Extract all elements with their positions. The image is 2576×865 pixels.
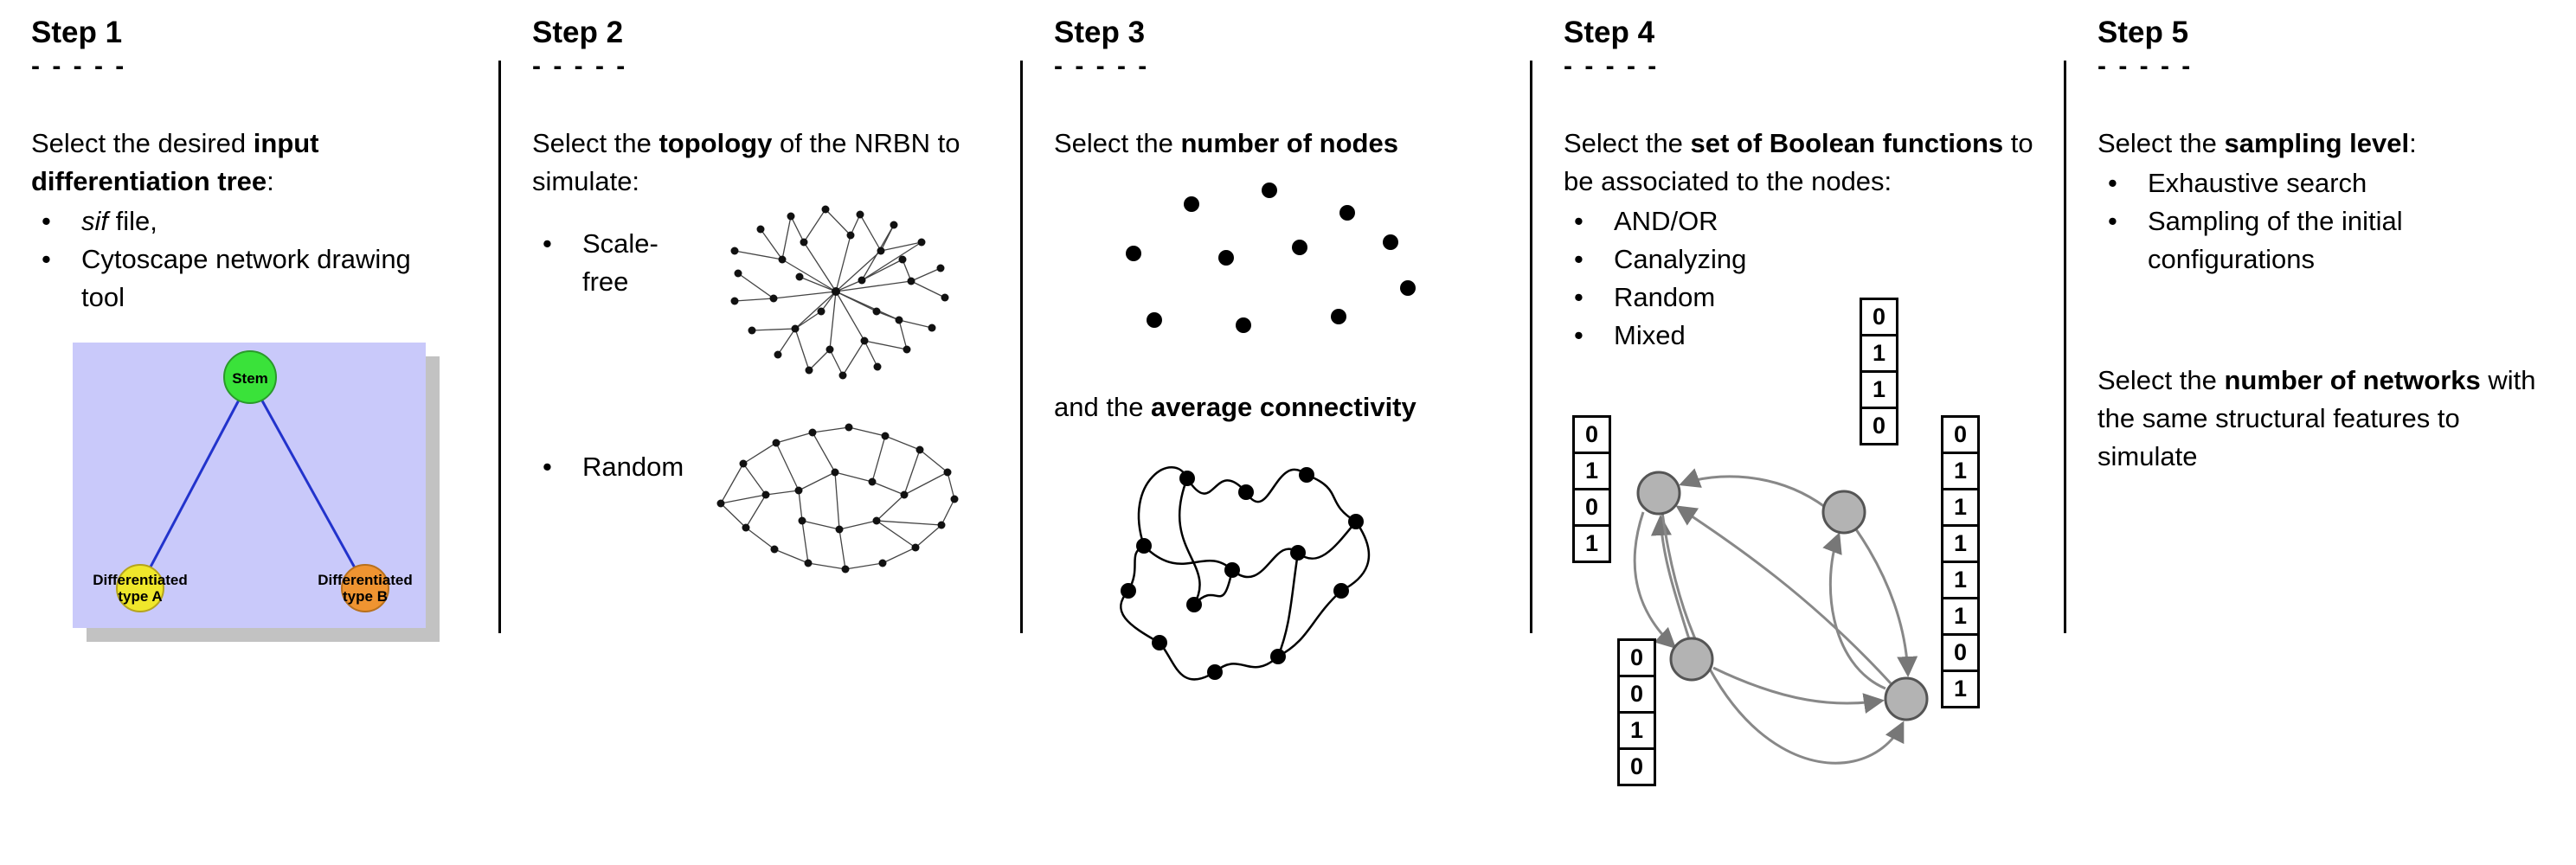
boolean-network-arrows: [1633, 468, 1918, 765]
network-node-c: [1669, 637, 1714, 682]
step-1-dashed-underline: - - - - -: [31, 52, 127, 80]
step-1-title: Step 1: [31, 16, 123, 49]
differentiation-tree-figure: Stem Differentiated type A Differentiate…: [31, 343, 474, 647]
truth-table-cell: 0: [1572, 488, 1611, 528]
truth-table-left: 0 1 0 1: [1572, 415, 1611, 564]
differentiation-tree-svg: Stem Differentiated type A Differentiate…: [73, 343, 440, 643]
step-4-instruction: Select the set of Boolean functions to b…: [1564, 128, 2033, 197]
network-node-b: [1821, 490, 1866, 535]
truth-table-cell: 1: [1941, 488, 1980, 528]
type-b-label-line1: Differentiated: [318, 572, 413, 588]
truth-table-bottom: 0 0 1 0: [1617, 638, 1656, 787]
step-1-panel: Step 1 - - - - - Select the desired inpu…: [0, 0, 498, 647]
type-a-label-line1: Differentiated: [93, 572, 188, 588]
step-2-instruction: Select the topology of the NRBN to simul…: [532, 128, 960, 197]
truth-table-cell: 1: [1941, 452, 1980, 491]
option-scale-free: Scale-free: [532, 225, 702, 301]
divider-3: [1530, 61, 1532, 633]
step-5-dashed-underline: - - - - -: [2097, 52, 2194, 80]
boolean-network-svg: [1633, 468, 1929, 765]
truth-table-cell: 1: [1617, 711, 1656, 751]
truth-table-cell: 0: [1941, 415, 1980, 455]
truth-table-cell: 1: [1860, 334, 1898, 374]
truth-table-cell: 1: [1941, 561, 1980, 600]
type-a-node: [116, 564, 164, 613]
network-node-d: [1884, 676, 1929, 721]
option-sampling-initial-configurations: Sampling of the initial configurations: [2097, 202, 2552, 279]
scale-free-nodes: [730, 205, 949, 380]
option-cytoscape: Cytoscape network drawing tool: [31, 240, 474, 317]
step-3-instruction-nodes: Select the number of nodes: [1054, 128, 1398, 158]
option-random: Random: [532, 448, 702, 486]
topology-option-random: Random: [532, 398, 996, 587]
step-4-panel: Step 4 - - - - - Select the set of Boole…: [1532, 0, 2064, 865]
scattered-nodes-figure: [1126, 183, 1416, 334]
type-b-label-line2: type B: [343, 588, 388, 605]
option-random-functions: Random: [1564, 279, 2040, 317]
truth-table-cell: 1: [1572, 524, 1611, 564]
divider-2: [1020, 61, 1023, 633]
step-1-options: sif file, Cytoscape network drawing tool: [31, 202, 474, 317]
truth-table-cell: 0: [1860, 298, 1898, 337]
network-node-a: [1636, 471, 1681, 516]
boolean-network-figure: 0 1 1 0 0 1 0 1 0 0 1 0 0 1 1 1: [1569, 294, 2010, 865]
truth-table-cell: 0: [1617, 747, 1656, 787]
truth-table-cell: 0: [1617, 675, 1656, 714]
truth-table-cell: 0: [1941, 633, 1980, 673]
step-5-options: Exhaustive search Sampling of the initia…: [2097, 164, 2552, 279]
truth-table-cell: 1: [1941, 524, 1980, 564]
step-2-dashed-underline: - - - - -: [532, 52, 628, 80]
truth-table-cell: 1: [1572, 452, 1611, 491]
step-3-title: Step 3: [1054, 16, 1146, 49]
stem-node-label: Stem: [232, 370, 268, 387]
random-edges: [720, 426, 955, 570]
step-5-instruction-sampling: Select the sampling level:: [2097, 128, 2417, 158]
option-and-or: AND/OR: [1564, 202, 2040, 240]
divider-4: [2064, 61, 2066, 633]
truth-table-cell: 1: [1860, 370, 1898, 410]
step-3-panel: Step 3 - - - - - Select the number of no…: [1023, 0, 1530, 702]
scattered-nodes: [1126, 183, 1416, 334]
truth-table-cell: 1: [1941, 597, 1980, 637]
type-a-label-line2: type A: [118, 588, 162, 605]
truth-table-cell: 0: [1860, 407, 1898, 446]
type-b-node: [341, 564, 389, 613]
boolean-network-nodes: [1636, 471, 1929, 721]
step-2-title: Step 2: [532, 16, 624, 49]
random-network-figure: [716, 423, 959, 573]
step-4-dashed-underline: - - - - -: [1564, 52, 1660, 80]
step-2-panel: Step 2 - - - - - Select the topology of …: [501, 0, 1020, 587]
truth-table-top: 0 1 1 0: [1860, 298, 1898, 446]
tangled-nodes: [1121, 467, 1364, 681]
scale-free-edges: [734, 208, 946, 376]
step-4-options: AND/OR Canalyzing Random Mixed: [1564, 202, 2040, 355]
topology-option-scale-free: Scale-free: [532, 201, 996, 398]
step-1-instruction: Select the desired input differentiation…: [31, 128, 319, 197]
stem-node: [223, 350, 277, 405]
option-sif-file: sif file,: [31, 202, 474, 240]
truth-table-right: 0 1 1 1 1 1 0 1: [1941, 415, 1980, 709]
step-3-instruction-connectivity: and the average connectivity: [1054, 392, 1416, 423]
step-5-instruction-networks: Select the number of networks with the s…: [2097, 365, 2536, 472]
truth-table-cell: 0: [1617, 638, 1656, 678]
step-5-title: Step 5: [2097, 16, 2189, 49]
truth-table-cell: 1: [1941, 670, 1980, 709]
step-3-dashed-underline: - - - - -: [1054, 52, 1150, 80]
truth-table-cell: 0: [1572, 415, 1611, 455]
option-mixed: Mixed: [1564, 317, 2040, 355]
step-5-panel: Step 5 - - - - - Select the sampling lev…: [2066, 0, 2576, 476]
option-exhaustive-search: Exhaustive search: [2097, 164, 2552, 202]
divider-1: [498, 61, 501, 633]
tree-edges: [138, 378, 367, 587]
scale-free-network-figure: [730, 205, 949, 380]
tangled-network-figure: [1119, 466, 1371, 681]
option-canalyzing: Canalyzing: [1564, 240, 2040, 279]
step-4-title: Step 4: [1564, 16, 1655, 49]
random-nodes: [716, 423, 959, 573]
